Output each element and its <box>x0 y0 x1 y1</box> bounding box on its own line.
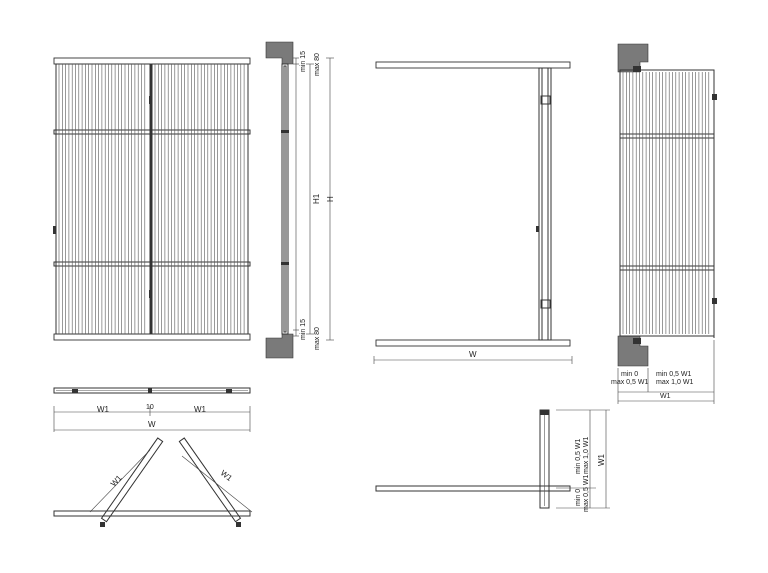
wall-top <box>265 41 294 65</box>
gap-label: 10 <box>146 404 154 411</box>
w1-fold-right-label: W1 <box>219 468 234 483</box>
w-plan-label: W <box>148 420 156 429</box>
min0-side-label: min 0 <box>621 371 638 378</box>
w1-left-label: W1 <box>97 405 110 414</box>
max05-side-label: max 0,5 W1 <box>611 379 648 386</box>
max10-side-label: max 1,0 W1 <box>656 379 693 386</box>
max80-bottom-label: max 80 <box>314 327 321 350</box>
h-label: H <box>326 196 335 202</box>
min0-pivot-label: min 0 <box>575 489 582 506</box>
wall-right-top <box>617 43 649 73</box>
h1-label: H1 <box>312 193 321 204</box>
w-front-label: W <box>469 350 477 359</box>
max80-top-label: max 80 <box>314 53 321 76</box>
max10-pivot-label: max 1,0 W1 <box>583 437 590 474</box>
plan-view: W1 10 W1 W <box>53 387 251 432</box>
min05-pivot-label: min 0,5 W1 <box>575 438 582 474</box>
max05-pivot-label: max 0,5 W1 <box>583 475 590 512</box>
wall-bottom <box>265 333 294 359</box>
side-open-view: min 0 max 0,5 W1 min 0,5 W1 max 1,0 W1 W… <box>611 43 717 404</box>
w1-side-label: W1 <box>660 393 671 400</box>
min05-side-label: min 0,5 W1 <box>656 371 692 378</box>
pivot-plan-view: W1 min 0,5 W1 max 1,0 W1 min 0 max 0,5 W… <box>375 409 610 512</box>
min15-top-label: min 15 <box>300 51 307 72</box>
folded-plan-view: W1 W1 <box>53 437 253 527</box>
w1-right-label: W1 <box>194 405 207 414</box>
left-panel <box>53 63 151 335</box>
w1-pivot-label: W1 <box>597 453 606 466</box>
section-view: min 15 max 80 min 15 max 80 H1 H <box>265 41 335 359</box>
min15-bottom-label: min 15 <box>300 319 307 340</box>
right-panel <box>151 63 251 335</box>
pivot-front-view: W <box>373 61 573 364</box>
front-elevation-view <box>53 57 251 341</box>
w1-fold-left-label: W1 <box>109 473 124 488</box>
